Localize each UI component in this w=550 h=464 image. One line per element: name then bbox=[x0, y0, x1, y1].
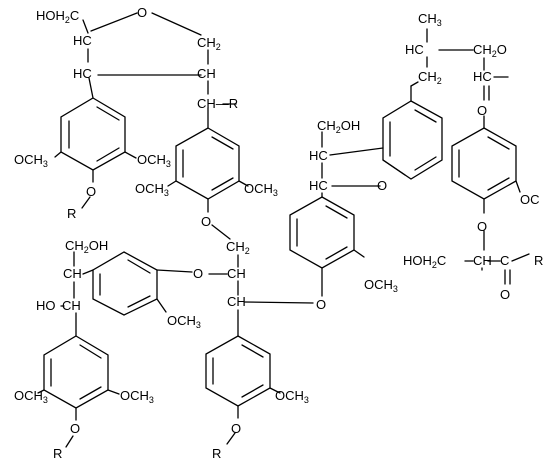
atom-label: OCH3 bbox=[137, 152, 171, 169]
atom-label: OCH3 bbox=[14, 152, 48, 169]
atom-label: OCH3 bbox=[275, 388, 309, 405]
atom-label: OCH3 bbox=[14, 388, 48, 405]
atom-label: CH bbox=[227, 266, 246, 281]
atom-label: O bbox=[377, 178, 387, 193]
atom-label: OC bbox=[520, 192, 540, 207]
atom-label: CH2OH bbox=[317, 118, 360, 135]
atom-label: CH bbox=[197, 66, 216, 81]
atom-label: CH bbox=[62, 298, 81, 313]
atom-label: R bbox=[212, 446, 221, 461]
atom-label: HC bbox=[73, 66, 92, 81]
atom-label: O bbox=[231, 421, 241, 436]
atom-label: HOH2C bbox=[36, 8, 79, 25]
atom-label: CH bbox=[473, 253, 492, 268]
atom-label: CH2 bbox=[197, 35, 221, 52]
atom-label: CH2OH bbox=[65, 238, 108, 255]
atom-label: O bbox=[70, 421, 80, 436]
atom-label: R bbox=[534, 253, 543, 268]
atom-label: CH—R bbox=[197, 96, 238, 111]
atom-label: O bbox=[477, 103, 487, 118]
atom-label: HC bbox=[405, 42, 424, 57]
atom-label: HC bbox=[73, 33, 92, 48]
atom-label: CH bbox=[63, 266, 82, 281]
atom-label: CH bbox=[227, 294, 246, 309]
atom-label: O bbox=[137, 5, 147, 20]
atom-label: CH2 bbox=[418, 69, 442, 86]
atom-label: CH2 bbox=[226, 239, 250, 256]
atom-label: O bbox=[477, 219, 487, 234]
atom-label: OCH3 bbox=[167, 313, 201, 330]
atom-label: C bbox=[500, 253, 509, 268]
atom-label: HOH2C bbox=[403, 253, 446, 270]
atom-label: OCH3 bbox=[135, 181, 169, 198]
atom-label: OCH3 bbox=[364, 277, 398, 294]
atom-label: O bbox=[193, 266, 203, 281]
atom-label: OCH3 bbox=[244, 181, 278, 198]
bond-lines bbox=[37, 12, 530, 448]
atom-label: O bbox=[500, 287, 510, 302]
atom-label: HC bbox=[473, 69, 492, 84]
atom-label: R bbox=[53, 446, 62, 461]
atom-label: O bbox=[316, 297, 326, 312]
atom-label: R bbox=[67, 206, 76, 221]
atom-label: O bbox=[86, 184, 96, 199]
atom-label: O bbox=[201, 214, 211, 229]
atom-label: HC bbox=[309, 148, 328, 163]
atom-label: CH2O bbox=[473, 42, 507, 59]
atom-label: OCH3 bbox=[120, 388, 154, 405]
atom-label: CH3 bbox=[418, 11, 442, 28]
atom-label: HO bbox=[36, 298, 56, 313]
atom-label: HC bbox=[309, 178, 328, 193]
